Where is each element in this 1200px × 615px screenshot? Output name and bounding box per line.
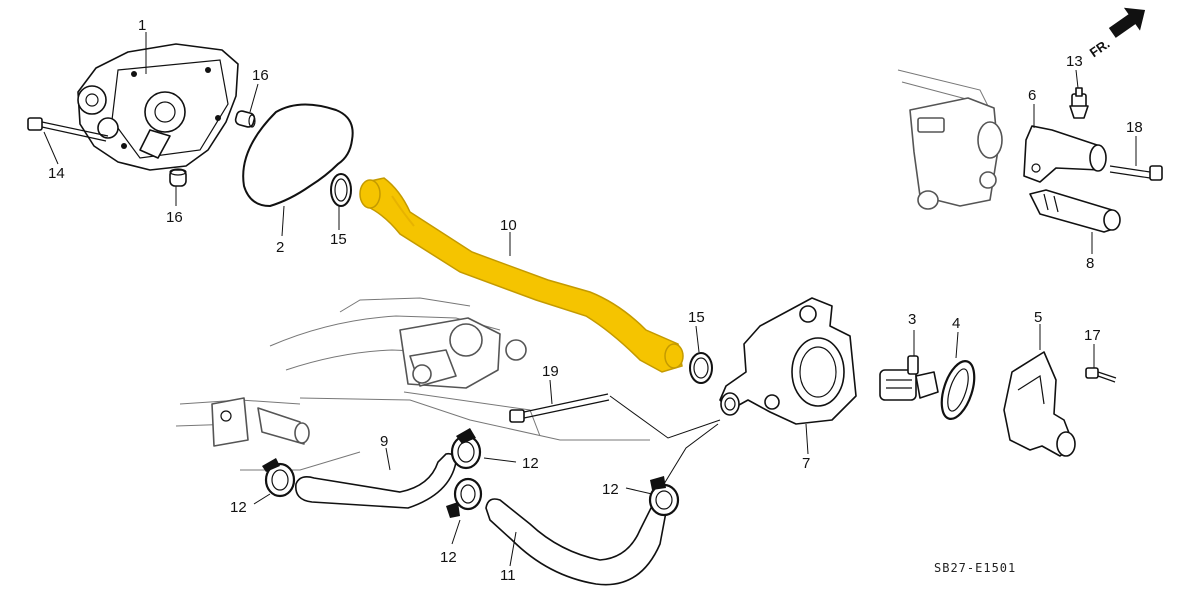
thermostat-3 [879, 355, 939, 401]
part-label-11: 11 [500, 567, 516, 584]
front-direction-label: FR. [1087, 36, 1113, 60]
hose-9 [295, 452, 457, 509]
hose-clamp-12-c [446, 477, 483, 518]
fitting-8 [1029, 189, 1121, 233]
sensor-13 [1069, 87, 1089, 119]
o-ring-15-right [689, 352, 713, 384]
o-ring-15-left [330, 173, 352, 207]
front-direction-arrow-icon [1108, 7, 1146, 38]
part-label-19: 19 [542, 363, 559, 380]
hose-clamp-12-b [450, 428, 482, 470]
bolt-17 [1085, 367, 1117, 383]
thermostat-housing-7 [719, 297, 857, 425]
water-pipe-10 [359, 177, 684, 373]
water-connector-6 [1023, 125, 1107, 183]
part-label-15-left: 15 [330, 231, 347, 248]
engine-block-ghost [175, 297, 650, 471]
part-label-5: 5 [1034, 309, 1042, 326]
water-pump [77, 43, 239, 171]
dowel-pin-16-top [234, 110, 256, 128]
gasket-4 [940, 360, 976, 420]
diagram-code: SB27-E1501 [934, 561, 1016, 575]
hose-clamp-12-a [262, 458, 296, 498]
part-label-6: 6 [1028, 87, 1036, 104]
part-label-12-d: 12 [602, 481, 619, 498]
part-label-2: 2 [276, 239, 284, 256]
bolt-14 [27, 117, 109, 142]
part-label-16-bottom: 16 [166, 209, 183, 226]
part-label-8: 8 [1086, 255, 1094, 272]
part-label-3: 3 [908, 311, 916, 328]
part-label-15-right: 15 [688, 309, 705, 326]
gasket-2 [242, 103, 354, 207]
part-label-12-c: 12 [440, 549, 457, 566]
bolt-18 [1109, 165, 1163, 181]
hose-clamp-12-d [648, 476, 680, 517]
part-label-14: 14 [48, 165, 65, 182]
part-label-10: 10 [500, 217, 517, 234]
dowel-pin-16-bottom [169, 168, 187, 187]
part-label-12-b: 12 [522, 455, 539, 472]
part-label-18: 18 [1126, 119, 1143, 136]
cylinder-head-ghost [897, 69, 1003, 210]
part-label-9: 9 [380, 433, 388, 450]
part-label-7: 7 [802, 455, 810, 472]
part-label-17: 17 [1084, 327, 1101, 344]
part-label-13: 13 [1066, 53, 1083, 70]
part-label-1: 1 [138, 17, 146, 34]
part-label-16-top: 16 [252, 67, 269, 84]
part-label-12-a: 12 [230, 499, 247, 516]
bolt-19 [509, 393, 610, 423]
water-outlet-5 [1003, 351, 1076, 457]
leader-lines [43, 32, 1137, 567]
part-label-4: 4 [952, 315, 960, 332]
